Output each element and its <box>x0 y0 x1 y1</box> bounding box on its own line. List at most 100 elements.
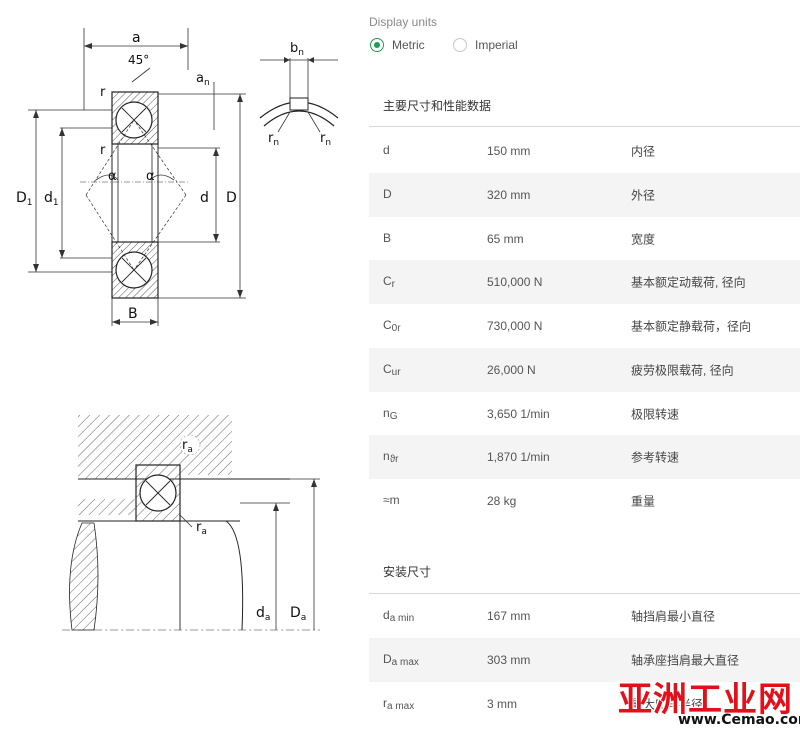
row-symbol-subscript: ϑr <box>389 454 399 466</box>
row-symbol: Cr <box>383 274 395 290</box>
label-r-mid: r <box>100 143 106 158</box>
label-d: d <box>200 190 209 206</box>
row-symbol-subscript: a max <box>391 656 419 668</box>
row-symbol-subscript: a max <box>387 700 415 712</box>
row-symbol: Da max <box>383 652 419 668</box>
label-an: an <box>196 71 210 88</box>
row-value: 150 mm <box>487 144 531 158</box>
row-symbol-main: B <box>383 230 392 245</box>
label-bn: bn <box>290 41 304 58</box>
label-a: a <box>132 30 141 46</box>
row-symbol: nG <box>383 406 397 422</box>
label-rn-right: rn <box>320 131 331 146</box>
specs-panel: Display units Metric Imperial 主要尺寸和性能数据 … <box>369 0 800 735</box>
mounting-drawing: ra ra da Da <box>62 415 320 631</box>
label-da: da <box>256 605 270 623</box>
row-value: 1,870 1/min <box>487 450 550 465</box>
row-description: 参考转速 <box>631 450 680 465</box>
label-Da: Da <box>290 605 306 623</box>
row-symbol-subscript: r <box>391 279 396 291</box>
row-symbol: da min <box>383 608 414 624</box>
row-symbol: Cur <box>383 362 401 378</box>
row-description: 疲劳极限载荷, 径向 <box>631 363 734 378</box>
label-alpha-right: α <box>146 169 155 184</box>
row-symbol: C0r <box>383 318 401 334</box>
row-value: 320 mm <box>487 187 531 202</box>
row-symbol-subscript: G <box>389 410 398 422</box>
row-value: 510,000 N <box>487 275 543 290</box>
label-45deg: 45° <box>128 53 149 67</box>
row-description: 重量 <box>631 494 656 509</box>
table-row: Da max 303 mm 轴承座挡肩最大直径 <box>369 637 800 682</box>
main-dimensions-title: 主要尺寸和性能数据 <box>383 99 492 113</box>
watermark: 亚洲工业网 www.Cemao.com <box>612 670 800 735</box>
row-symbol-main: C <box>383 318 392 332</box>
label-ra-bottom: ra <box>196 520 207 537</box>
row-description: 最大凹角半径 <box>631 697 704 711</box>
unit-option-imperial-label: Imperial <box>475 38 518 52</box>
cage-detail-drawing: bn rn rn <box>259 41 339 146</box>
table-row: D 320 mm 外径 <box>369 172 800 217</box>
label-B: B <box>128 306 138 322</box>
row-symbol: ra max <box>383 696 414 712</box>
label-D: D <box>226 190 237 206</box>
radio-imperial-icon[interactable] <box>453 38 467 52</box>
table-row: Cur 26,000 N 疲劳极限载荷, 径向 <box>369 347 800 392</box>
row-value: 28 kg <box>487 494 517 508</box>
row-symbol-main: D <box>383 651 392 666</box>
technical-drawings: a 45° an r r D1 <box>0 0 360 735</box>
label-alpha-left: α <box>108 169 117 184</box>
row-symbol-main: C <box>383 361 392 376</box>
unit-option-metric-label: Metric <box>392 38 425 52</box>
table-row: nG 3,650 1/min 极限转速 <box>369 392 800 436</box>
table-row: ra max 3 mm 最大凹角半径 <box>369 682 800 726</box>
row-value: 167 mm <box>487 609 531 623</box>
row-value: 303 mm <box>487 652 531 667</box>
row-symbol-subscript: 0r <box>391 323 401 334</box>
row-symbol-main: C <box>383 274 392 289</box>
row-value: 730,000 N <box>487 319 543 333</box>
row-description: 轴承座挡肩最大直径 <box>631 653 740 668</box>
section-divider <box>369 593 800 594</box>
row-value: 65 mm <box>487 231 524 246</box>
row-symbol: d <box>383 143 390 159</box>
row-symbol-main: d <box>383 608 390 622</box>
row-value: 26,000 N <box>487 362 536 377</box>
unit-option-metric[interactable]: Metric <box>370 38 425 52</box>
row-value: 3,650 1/min <box>487 406 550 421</box>
label-d1: d1 <box>44 190 59 208</box>
row-symbol-main: n <box>383 405 390 420</box>
watermark-url: www.Cemao.com <box>678 712 800 728</box>
row-description: 基本额定动载荷, 径向 <box>631 275 746 290</box>
label-ra-top: ra <box>182 438 193 455</box>
row-description: 极限转速 <box>631 407 680 421</box>
row-symbol: ≈m <box>383 493 400 509</box>
table-row: nϑr 1,870 1/min 参考转速 <box>369 435 800 480</box>
table-row: Cr 510,000 N 基本额定动载荷, 径向 <box>369 260 800 305</box>
table-row: d 150 mm 内径 <box>369 129 800 173</box>
display-units-title: Display units <box>369 15 438 29</box>
row-description: 内径 <box>631 144 656 159</box>
row-symbol-subscript: ur <box>391 366 401 378</box>
row-value: 3 mm <box>487 696 517 711</box>
label-rn-left: rn <box>268 131 279 146</box>
row-symbol: B <box>383 231 391 247</box>
row-symbol: D <box>383 187 392 203</box>
radio-metric-icon[interactable] <box>370 38 384 52</box>
row-symbol: nϑr <box>383 449 399 465</box>
bearing-section-drawing: a 45° an r r D1 <box>16 28 246 326</box>
row-symbol-main: ≈m <box>383 493 400 507</box>
table-row: B 65 mm 宽度 <box>369 217 800 261</box>
row-description: 宽度 <box>631 232 656 246</box>
section-divider <box>369 126 800 127</box>
unit-option-imperial[interactable]: Imperial <box>453 38 518 52</box>
row-symbol-main: d <box>383 143 390 157</box>
row-symbol-main: D <box>383 186 392 201</box>
row-symbol-subscript: a min <box>389 613 415 624</box>
row-description: 外径 <box>631 188 656 203</box>
mounting-dimensions-title: 安装尺寸 <box>383 565 432 579</box>
table-row: ≈m 28 kg 重量 <box>369 479 800 523</box>
row-symbol-main: n <box>383 449 390 464</box>
